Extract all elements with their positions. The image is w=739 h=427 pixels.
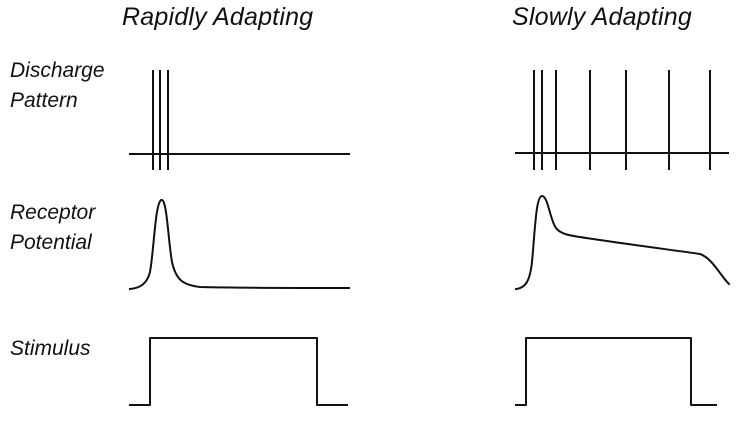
rapidly-adapting-title: Rapidly Adapting: [122, 3, 314, 31]
slowly-adapting-title: Slowly Adapting: [512, 3, 692, 31]
rapid-stimulus-trace: [129, 337, 348, 406]
stimulus-label-line1: Stimulus: [10, 337, 91, 360]
receptor-potential-label: Receptor Potential: [10, 198, 95, 258]
stimulus-label: Stimulus: [10, 334, 91, 364]
slow-stimulus-trace: [515, 337, 717, 406]
discharge-label-line1: Discharge: [10, 59, 105, 82]
slow-discharge-trace: [515, 70, 729, 170]
discharge-label-line2: Pattern: [10, 89, 78, 112]
rapid-discharge-trace: [129, 70, 350, 170]
discharge-pattern-label: Discharge Pattern: [10, 56, 105, 116]
rapid-receptor-potential-curve: [128, 198, 351, 291]
receptor-label-line1: Receptor: [10, 201, 96, 224]
receptor-label-line2: Potential: [10, 231, 92, 254]
slow-receptor-potential-curve: [514, 195, 731, 291]
